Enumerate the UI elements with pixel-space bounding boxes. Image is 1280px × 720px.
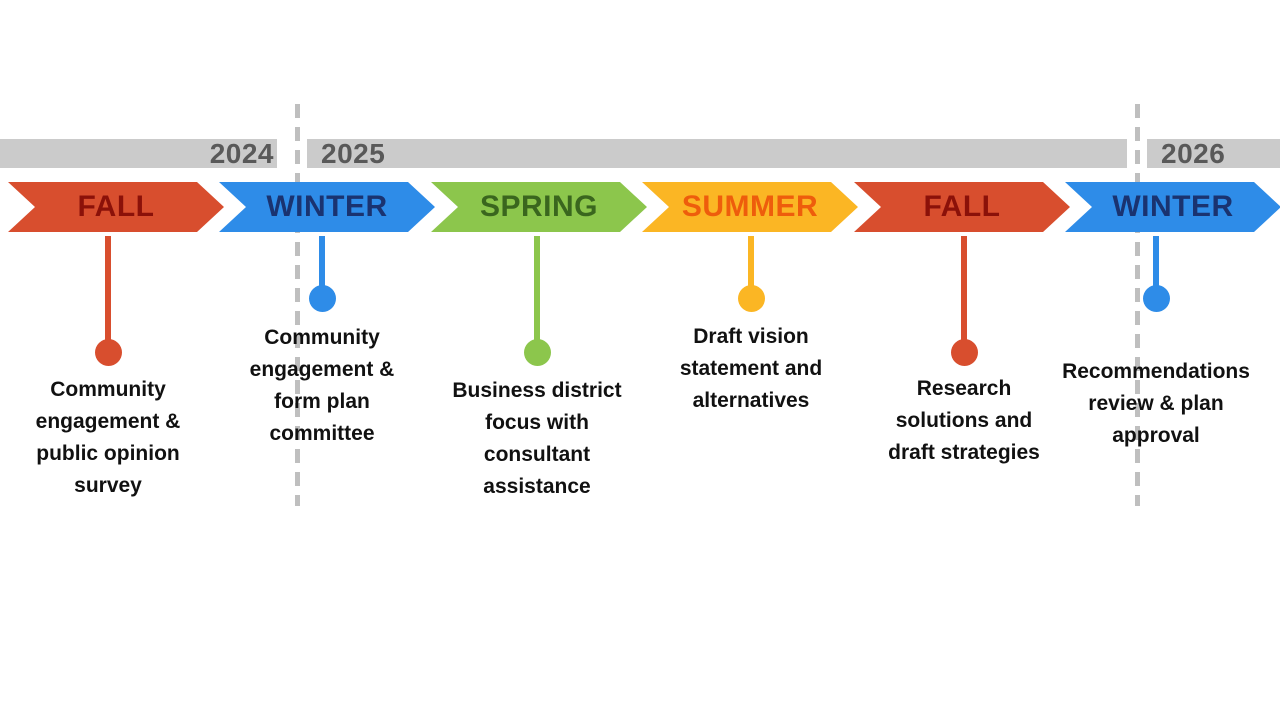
milestone-dot xyxy=(738,285,765,312)
milestone-stem xyxy=(105,236,111,341)
milestone-description: Business district focus with consultant … xyxy=(452,379,622,498)
milestone-description: Draft vision statement and alternatives xyxy=(679,325,823,412)
milestone-dot xyxy=(95,339,122,366)
milestone-dot xyxy=(951,339,978,366)
milestone-description: Recommendations review & plan approval xyxy=(1062,360,1250,447)
season-label: WINTER xyxy=(266,190,388,223)
milestone-description: Community engagement & form plan committ… xyxy=(249,326,395,445)
milestone-stem xyxy=(1153,236,1159,289)
year-bar-2026: 2026 xyxy=(1147,139,1280,168)
milestone-description: Research solutions and draft strategies xyxy=(888,377,1040,464)
year-label-2024: 2024 xyxy=(209,138,274,169)
milestone-stem xyxy=(319,236,325,289)
season-chevron-winter-2025: WINTER xyxy=(219,182,435,232)
year-divider-dashed-line-2025-2026 xyxy=(1135,104,1140,506)
season-chevron-fall-2025: FALL xyxy=(854,182,1070,232)
milestone-stem xyxy=(961,236,967,341)
milestone-dot xyxy=(309,285,336,312)
season-label: FALL xyxy=(77,190,155,223)
milestone-dot xyxy=(1143,285,1170,312)
season-label: FALL xyxy=(923,190,1001,223)
season-chevron-fall-2024: FALL xyxy=(8,182,224,232)
milestone-description: Community engagement & public opinion su… xyxy=(35,378,181,497)
year-label-2026: 2026 xyxy=(1161,138,1226,169)
season-chevron-spring-2025: SPRING xyxy=(431,182,647,232)
season-label: SPRING xyxy=(479,190,599,223)
year-bar-2025: 2025 xyxy=(307,139,1127,168)
season-label: WINTER xyxy=(1112,190,1234,223)
milestone-stem xyxy=(534,236,540,341)
year-divider-dashed-line-2024-2025 xyxy=(295,104,300,506)
season-chevron-winter-2026: WINTER xyxy=(1065,182,1280,232)
milestone-stem xyxy=(748,236,754,289)
year-label-2025: 2025 xyxy=(321,138,386,169)
season-label: SUMMER xyxy=(681,190,819,223)
milestone-dot xyxy=(524,339,551,366)
year-bar-2024: 2024 xyxy=(0,139,277,168)
season-chevron-summer-2025: SUMMER xyxy=(642,182,858,232)
